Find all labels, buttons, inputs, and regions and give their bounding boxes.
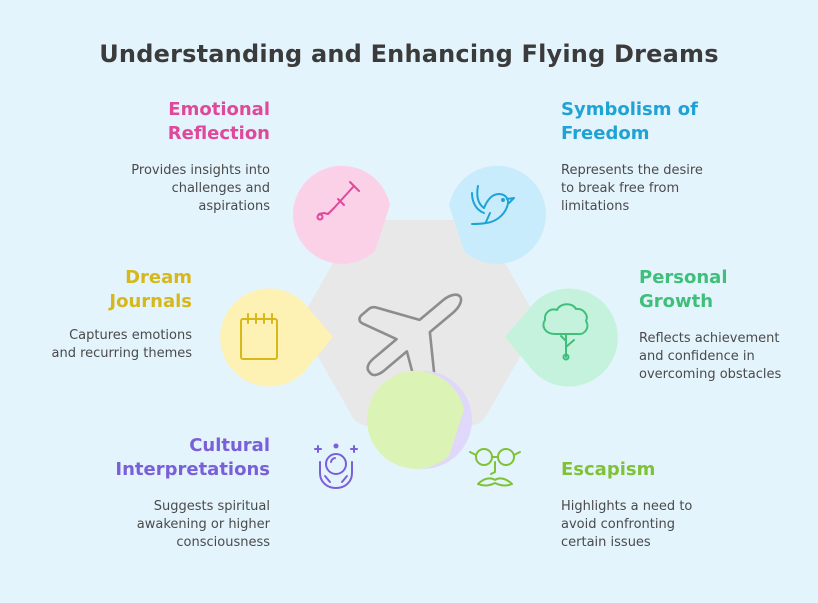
desc-personal-growth: Reflects achievement and confidence in o… <box>639 331 782 382</box>
label-dream-journals: Dream Journals <box>109 267 192 312</box>
tree-icon <box>542 303 589 361</box>
petal-emotional-reflection <box>292 165 390 264</box>
notepad-icon <box>240 313 278 360</box>
desc-emotional-reflection: Provides insights into challenges and as… <box>131 163 270 214</box>
desc-dream-journals: Captures emotions and recurring themes <box>51 328 193 361</box>
petal-dream-journals <box>220 288 333 387</box>
label-cultural-interpretations: Cultural Interpretations <box>115 435 270 480</box>
label-escapism: Escapism <box>561 459 656 480</box>
petal-personal-growth <box>505 288 618 387</box>
petal-symbolism-of-freedom <box>449 165 547 264</box>
desc-cultural-interpretations: Suggests spiritual awakening or higher c… <box>136 499 270 550</box>
center-hexagon <box>302 220 536 426</box>
page-title: Understanding and Enhancing Flying Dream… <box>99 40 719 68</box>
petal-escapism <box>366 370 521 487</box>
desc-symbolism-of-freedom: Represents the desire to break free from… <box>561 163 703 214</box>
crystal-ball-icon <box>314 443 358 489</box>
label-emotional-reflection: Emotional Reflection <box>167 99 270 144</box>
desc-escapism: Highlights a need to avoid confronting c… <box>561 499 693 550</box>
bird-icon <box>471 185 515 225</box>
disguise-glasses-icon <box>469 448 521 487</box>
label-symbolism-of-freedom: Symbolism of Freedom <box>561 99 698 144</box>
label-personal-growth: Personal Growth <box>639 267 728 312</box>
quill-icon <box>316 181 360 221</box>
